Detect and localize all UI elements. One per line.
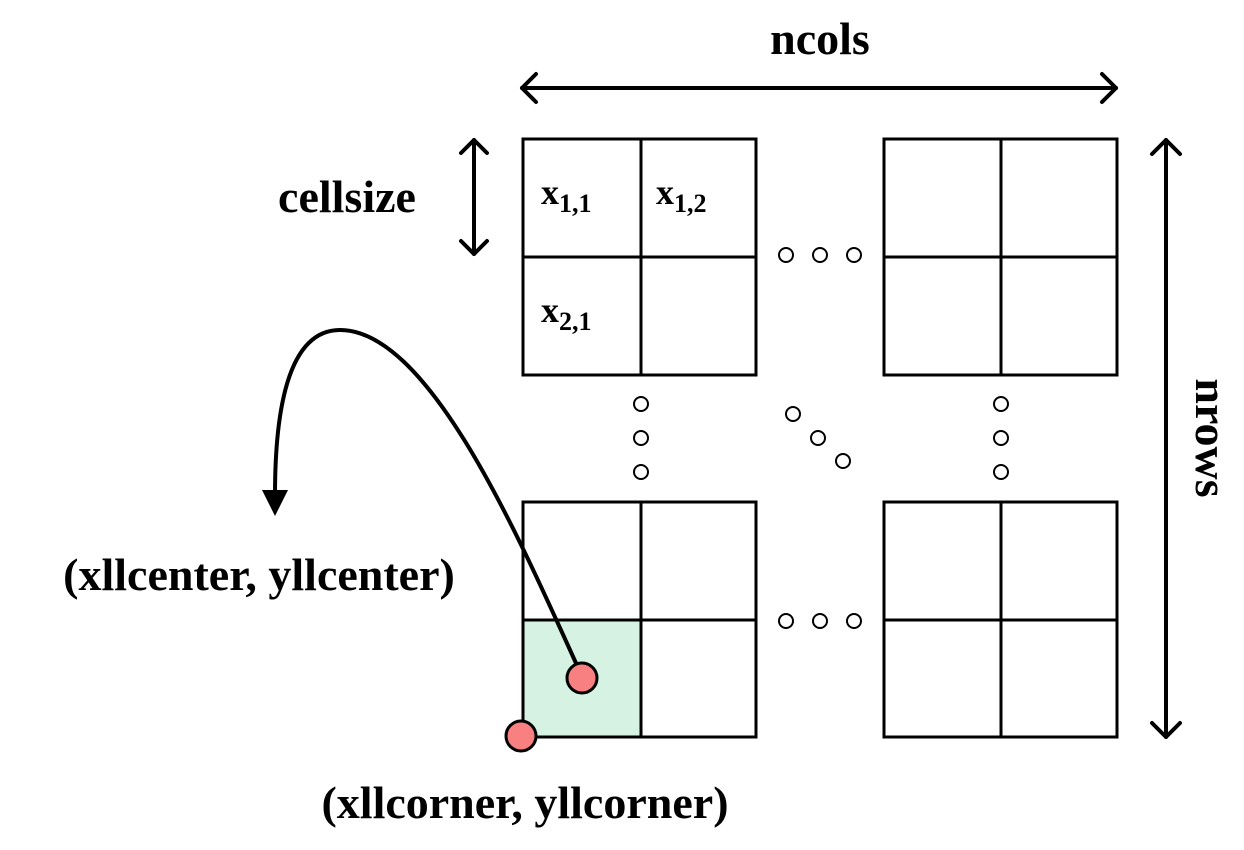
arrowhead-icon: [262, 490, 288, 516]
ellipsis-horizontal-top: [778, 247, 862, 263]
ellipsis-horizontal-bottom: [778, 613, 862, 629]
center-point: [565, 661, 599, 695]
center-label: (xllcenter, yllcenter): [63, 549, 455, 600]
cell-label-x11: x1,1: [541, 172, 592, 218]
ncols-label: ncols: [770, 13, 870, 64]
grid-block-top-right: [882, 137, 1119, 377]
grid-block-bottom-left: [521, 500, 758, 739]
ncols-arrow: [520, 72, 1118, 104]
cell-label-x12: x1,2: [656, 172, 707, 218]
ellipsis-diagonal: [785, 406, 851, 469]
nrows-arrow: [1150, 138, 1182, 739]
cellsize-label: cellsize: [278, 171, 416, 222]
cellsize-arrow: [459, 138, 489, 256]
corner-label: (xllcorner, yllcorner): [321, 777, 728, 828]
ellipsis-vertical-right: [993, 396, 1009, 480]
grid-block-bottom-right: [882, 500, 1119, 739]
cell-label-x21: x2,1: [541, 290, 592, 336]
center-pointer-curve: [273, 327, 582, 673]
nrows-label: nrows: [1186, 378, 1237, 497]
corner-point: [504, 719, 538, 753]
grid-block-top-left: [521, 137, 758, 377]
ellipsis-vertical-left: [633, 396, 649, 480]
